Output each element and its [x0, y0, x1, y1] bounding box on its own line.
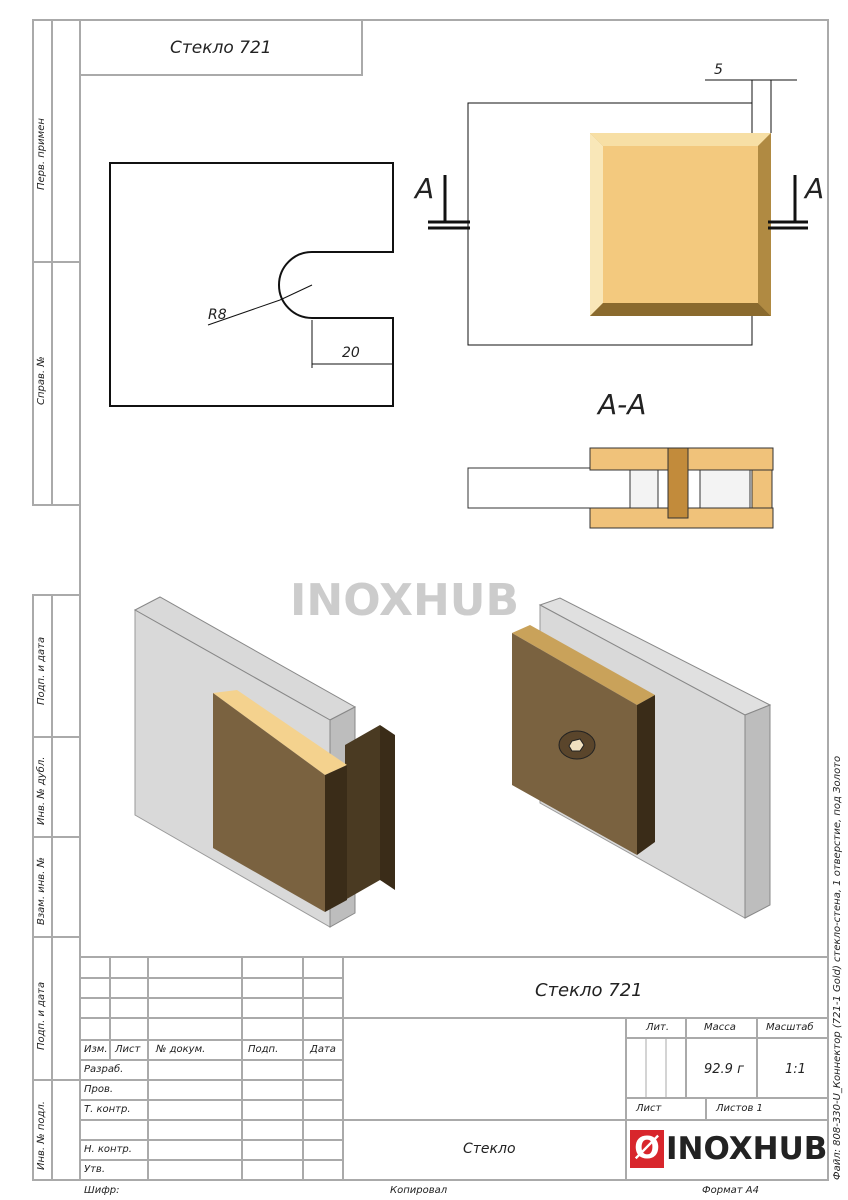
dim-offset: 5: [714, 62, 723, 78]
role-label: Н. контр.: [84, 1144, 132, 1155]
file-note: Файл: 808-330-U_Коннектор (721-1 Gold) с…: [832, 755, 843, 1180]
side-label: Подп. и дата: [36, 636, 47, 705]
side-label: Взам. инв. №: [36, 857, 47, 925]
connector-plate-front: [590, 133, 771, 316]
sheet-label: Лист: [636, 1103, 662, 1114]
scale-label: Масштаб: [766, 1022, 814, 1033]
mirrored-title: Стекло 721: [170, 38, 272, 58]
section-title: A-A: [598, 388, 647, 421]
isometric-view-right: [512, 597, 772, 919]
side-label: Инв. № дубл.: [36, 756, 47, 825]
material: Стекло: [463, 1141, 516, 1157]
format-label: Формат A4: [702, 1185, 759, 1196]
cipher-label: Шифр:: [84, 1185, 120, 1196]
col-header: Лист: [115, 1044, 141, 1055]
role-label: Пров.: [84, 1084, 114, 1095]
section-view: [467, 447, 774, 529]
scale-value: 1:1: [785, 1062, 806, 1077]
copied-label: Копировал: [390, 1185, 448, 1196]
lit-label: Лит.: [646, 1022, 670, 1033]
part-name: Стекло 721: [535, 980, 643, 1001]
col-header: Подп.: [248, 1044, 279, 1055]
logo: Ø INOXHUB: [630, 1130, 827, 1168]
role-label: Утв.: [84, 1164, 105, 1175]
col-header: Дата: [310, 1044, 336, 1055]
col-header: № докум.: [156, 1044, 206, 1055]
logo-icon: Ø: [630, 1130, 664, 1168]
logo-text: INOXHUB: [666, 1131, 828, 1167]
mass-value: 92.9 г: [704, 1062, 744, 1077]
dim-radius: R8: [208, 307, 227, 323]
side-label: Подп. и дата: [36, 981, 47, 1050]
section-mark-left: A: [415, 172, 435, 205]
mass-label: Масса: [704, 1022, 736, 1033]
col-header: Изм.: [84, 1044, 108, 1055]
isometric-view-left: [133, 596, 395, 928]
glass-cutout-view: [109, 162, 394, 407]
side-label: Перв. примен: [36, 118, 47, 190]
side-label: Инв. № подл.: [36, 1101, 47, 1170]
sheets-label: Листов 1: [716, 1103, 763, 1114]
role-label: Разраб.: [84, 1064, 124, 1075]
side-label: Справ. №: [36, 356, 47, 405]
role-label: Т. контр.: [84, 1104, 131, 1115]
section-mark-right: A: [805, 172, 825, 205]
dim-slot: 20: [342, 345, 360, 361]
watermark: INOXHUB: [290, 575, 520, 626]
